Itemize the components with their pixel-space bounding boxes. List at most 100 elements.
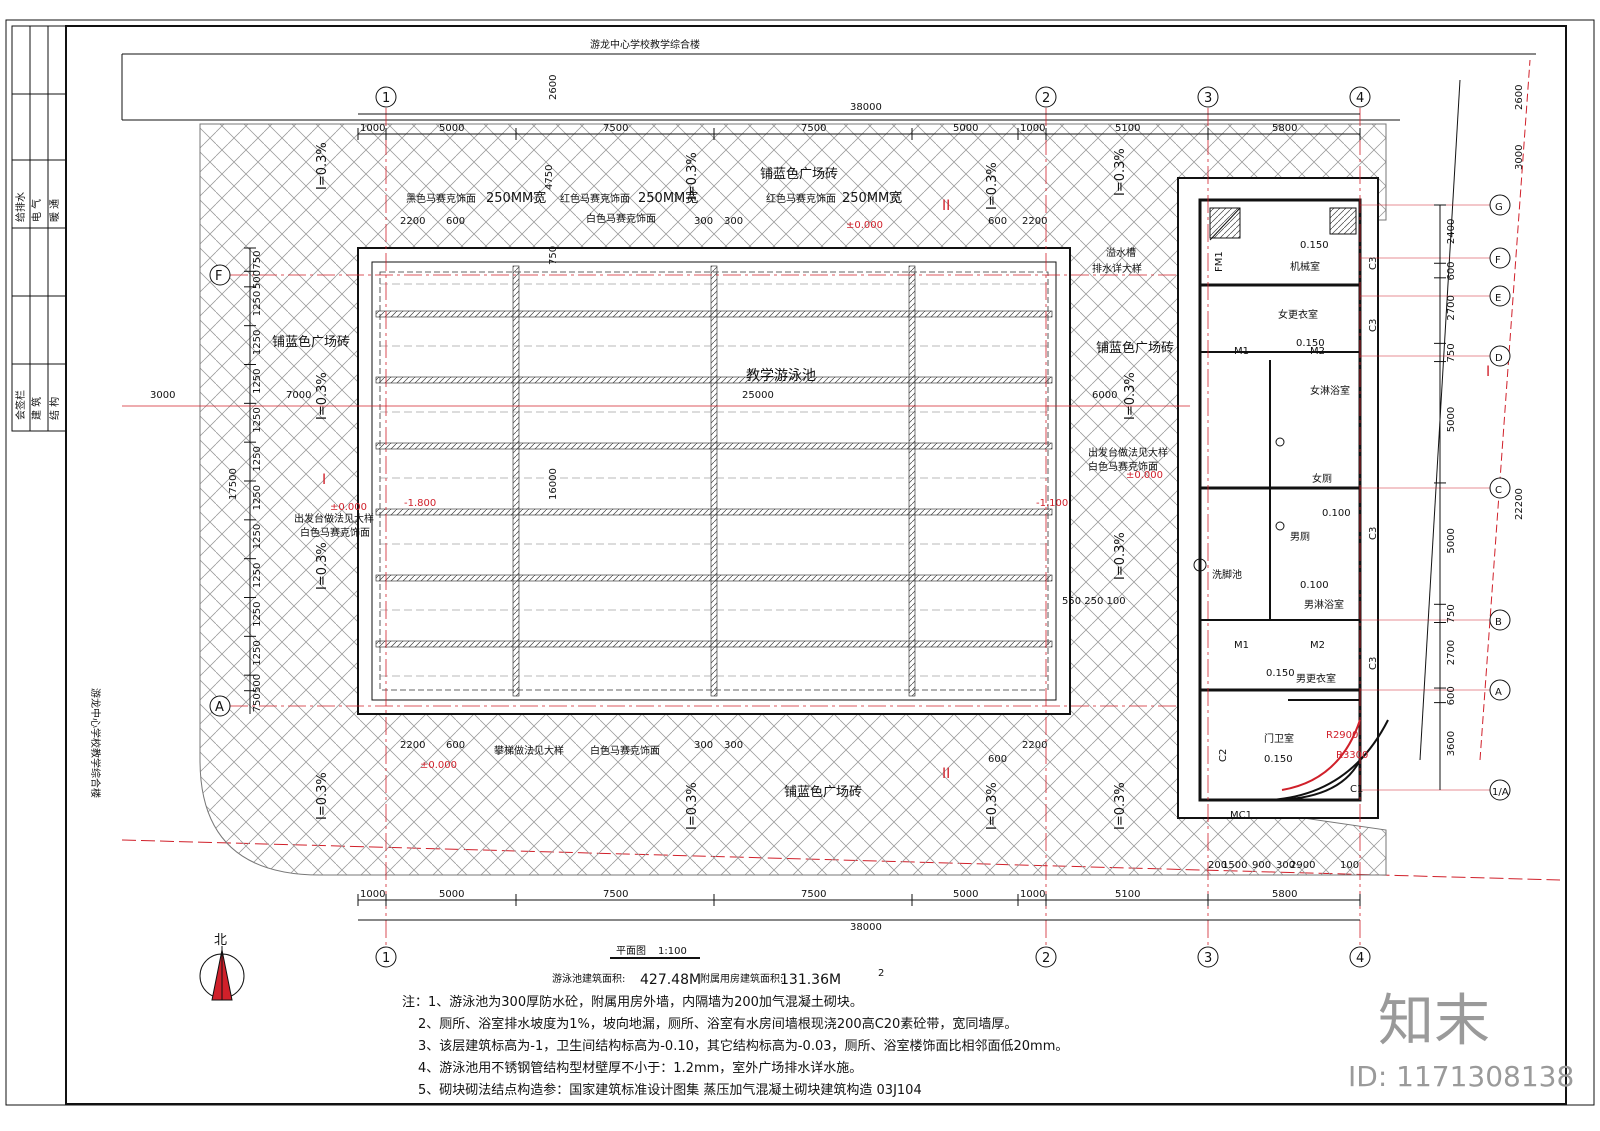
right-seg-label: 5000 <box>1446 528 1457 553</box>
north-arrow: 北 <box>199 933 245 1001</box>
room-guard: 门卫室 <box>1264 732 1294 745</box>
axis-1-bottom: 1 <box>382 951 390 966</box>
axis-bubble-right <box>1489 194 1511 216</box>
left-total-dim: 17500 <box>228 468 239 500</box>
door-M2-b: M2 <box>1310 640 1325 651</box>
annex-bottom-dim-label: 300 <box>1276 860 1295 871</box>
slope-labels: I=0.3%I=0.3%I=0.3%I=0.3%I=0.3%I=0.3%I=0.… <box>315 142 1138 830</box>
left-seg-label: 1250 <box>252 640 263 665</box>
right-seg-label: 2700 <box>1446 640 1457 665</box>
top-seg-label: 7500 <box>603 123 628 134</box>
bottom-seg-label: 1000 <box>1020 889 1045 900</box>
white-mosaic-right: 白色马赛克饰面 <box>1088 460 1158 473</box>
width-left-7000: 7000 <box>286 390 311 401</box>
area-aux-value: 131.36M <box>780 972 841 988</box>
bottom-seg-label: 1000 <box>360 889 385 900</box>
area-pool-label: 游泳池建筑面积: <box>552 972 625 985</box>
axis-F-left: F <box>215 269 222 284</box>
exit-step-left: 出发台做法见大样 <box>294 512 374 525</box>
dim-300-top-b: 300 <box>724 216 743 227</box>
pool-lanes <box>375 265 1053 697</box>
right-total-dim: 22200 <box>1514 488 1525 520</box>
dim-300-bottom-a: 300 <box>694 740 713 751</box>
note-3: 3、该层建筑标高为-1，卫生间结构标高为-0.10，其它结构标高为-0.03，厕… <box>418 1038 1068 1054</box>
axis-4-top: 4 <box>1356 91 1364 106</box>
ladder-label: 攀梯做法见大样 <box>494 744 564 757</box>
plaza-label-top: 铺蓝色广场砖 <box>760 166 838 182</box>
note-4: 4、游泳池用不锈钢管结构型材壁厚不小于：1.2mm，室外广场排水详水施。 <box>418 1060 862 1076</box>
area-aux-label: 附属用房建筑面积: <box>700 972 783 985</box>
right-seg-label: 600 <box>1446 686 1457 705</box>
section-I-right: I <box>1486 364 1490 380</box>
dim-600-top-left: 600 <box>446 216 465 227</box>
radius-3300: R3300 <box>1336 750 1368 761</box>
slope-label: I=0.3% <box>685 782 700 830</box>
width-250-b: 250MM宽 <box>638 190 698 206</box>
room-women-toilet: 女厕 <box>1312 472 1332 485</box>
left-seg-label: 500 <box>252 674 263 693</box>
site-line-right-2 <box>1479 59 1531 761</box>
left-seg-label: 1250 <box>252 330 263 355</box>
section-II-top: II <box>942 198 950 214</box>
dim-4750: 4750 <box>544 165 555 190</box>
left-seg-label: 1250 <box>252 291 263 316</box>
axis-bubble-right <box>1489 345 1511 367</box>
window-C3-d: C3 <box>1368 657 1379 670</box>
room-men-change: 男更衣室 <box>1296 672 1336 685</box>
width-250-a: 250MM宽 <box>486 190 546 206</box>
drawing-frame <box>65 25 1567 1105</box>
title-block-cell: 电 气 <box>30 199 43 222</box>
top-total-dim: 38000 <box>850 102 882 113</box>
dims-550: 550 250 100 <box>1062 596 1126 607</box>
plan-scale: 1:100 <box>658 946 687 957</box>
right-seg-label: 5000 <box>1446 407 1457 432</box>
right-seg-label: 3600 <box>1446 731 1457 756</box>
annex-bottom-dim-label: 2900 <box>1290 860 1315 871</box>
dim-300-top-a: 300 <box>694 216 713 227</box>
el-zero-bottom: ±0.000 <box>420 760 457 771</box>
axis-bubble-right <box>1489 285 1511 307</box>
white-mosaic-top: 白色马赛克饰面 <box>586 212 656 225</box>
axis-2-bottom: 2 <box>1042 951 1050 966</box>
width-left-3000: 3000 <box>150 390 175 401</box>
bottom-seg-label: 5000 <box>439 889 464 900</box>
overflow-detail: 排水详大样 <box>1092 262 1142 275</box>
site-boundary-left <box>121 54 1400 121</box>
pool-label: 教学游泳池 <box>746 368 816 384</box>
width-250-c: 250MM宽 <box>842 190 902 206</box>
window-C3-c: C3 <box>1368 527 1379 540</box>
room-men-change-el: 0.150 <box>1266 668 1295 679</box>
far-right-3000: 3000 <box>1514 145 1525 170</box>
title-block-cell: 给排水 <box>14 192 27 222</box>
window-C2: C2 <box>1218 749 1229 762</box>
annex-bottom-dim-label: 900 <box>1252 860 1271 871</box>
red-mosaic-label-a: 红色马赛克饰面 <box>560 192 630 205</box>
bottom-seg-label: 5000 <box>953 889 978 900</box>
dim-600-bottom-right: 600 <box>988 754 1007 765</box>
top-seg-label: 7500 <box>801 123 826 134</box>
overflow-label: 溢水槽 <box>1106 246 1136 259</box>
right-seg-label: 600 <box>1446 261 1457 280</box>
window-C3-b: C3 <box>1368 319 1379 332</box>
building-name-top: 游龙中心学校教学综合楼 <box>590 38 700 51</box>
dim-2200-top-right: 2200 <box>1022 216 1047 227</box>
axis-label-right: D <box>1495 353 1503 364</box>
note-1: 注：1、游泳池为300厚防水砼，附属用房外墙，内隔墙为200加气混凝土砌块。 <box>402 994 863 1010</box>
axis-3-top: 3 <box>1204 91 1212 106</box>
black-mosaic-label: 黑色马赛克饰面 <box>406 192 476 205</box>
slope-label: I=0.3% <box>315 772 330 820</box>
axis-label-right: F <box>1495 255 1501 266</box>
axis-bubble-right <box>1489 477 1511 499</box>
axis-bubbles: 1 2 3 4 1 2 3 4 F A <box>209 86 1371 968</box>
axis-label-right: G <box>1495 202 1503 213</box>
right-seg-label: 2700 <box>1446 295 1457 320</box>
left-segment-dims: 7505001250125012501250125012501250125012… <box>244 247 263 714</box>
dim-600-bottom-left: 600 <box>446 740 465 751</box>
note-5: 5、砌块砌法结点构造参：国家建筑标准设计图集 蒸压加气混凝土砌块建筑构造 03J… <box>418 1082 922 1098</box>
slope-label: I=0.3% <box>685 152 700 200</box>
left-seg-label: 1250 <box>252 563 263 588</box>
